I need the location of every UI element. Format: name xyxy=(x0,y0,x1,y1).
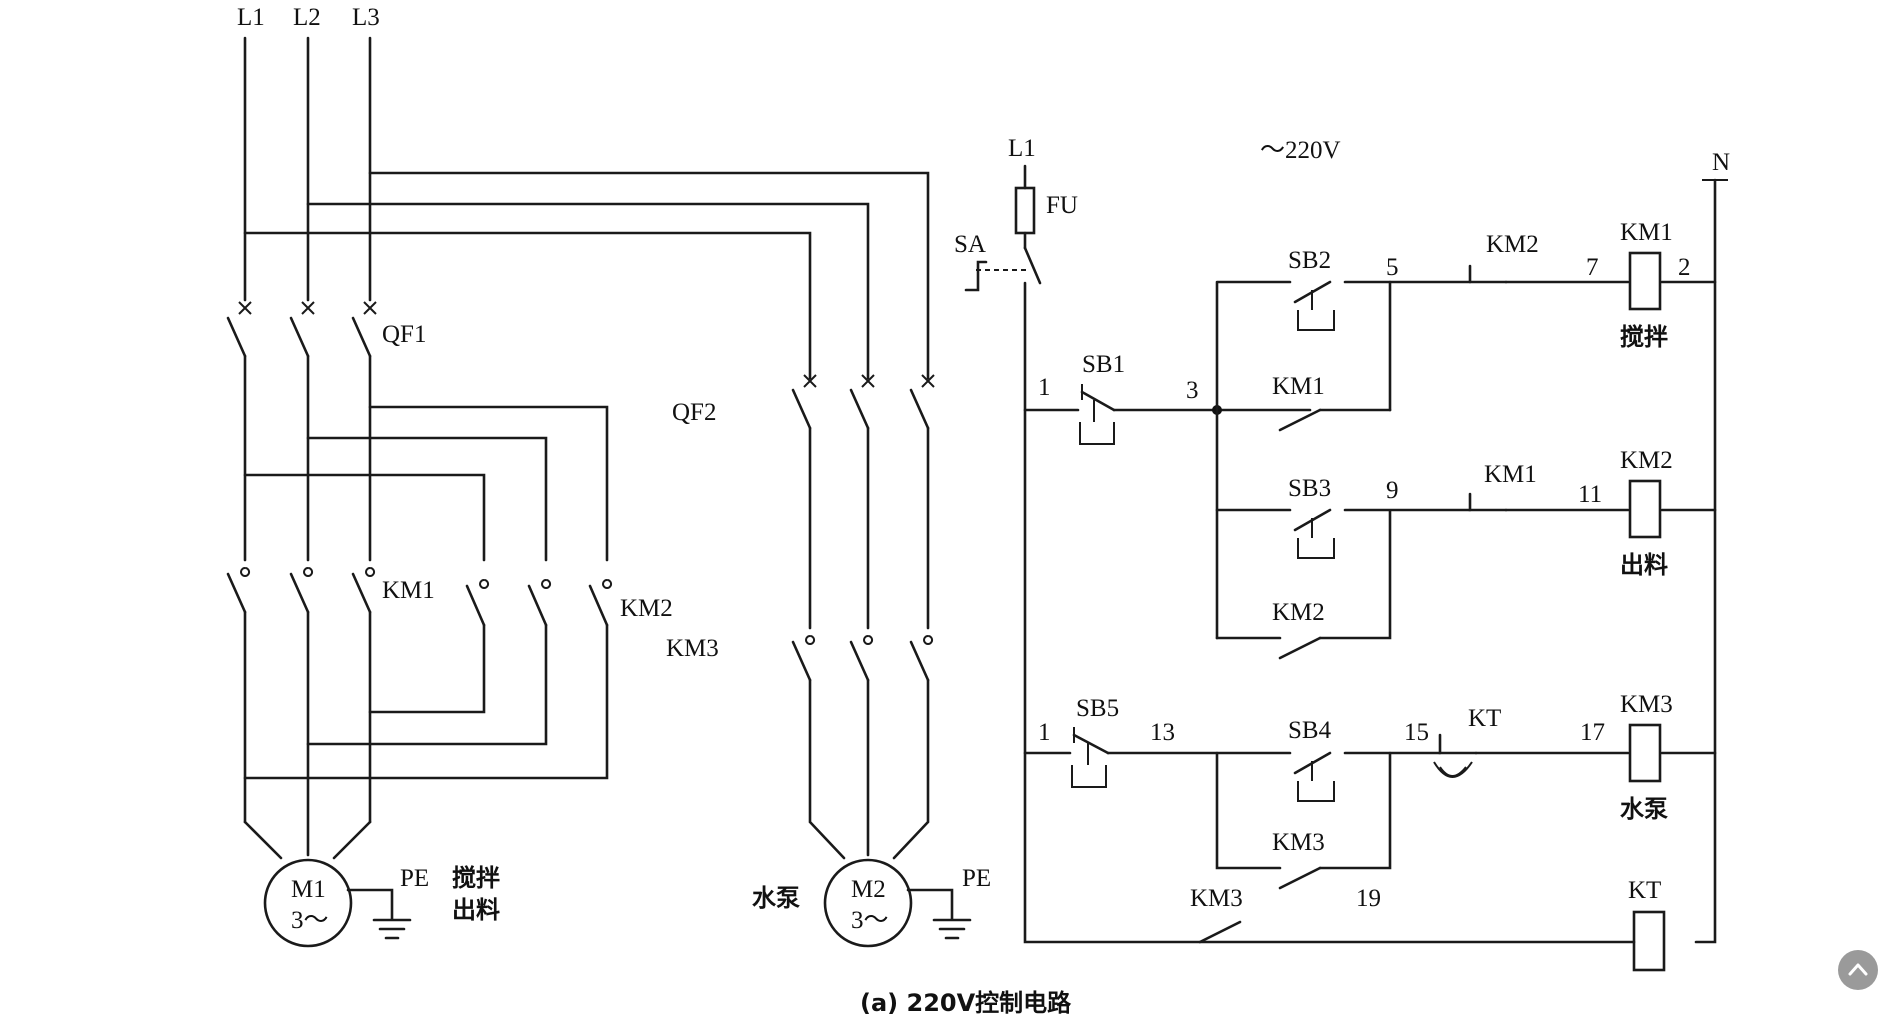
label-km3-power: KM3 xyxy=(666,635,719,662)
label-m1-note-1: 搅拌 xyxy=(452,864,500,892)
label-pe2: PE xyxy=(962,865,991,892)
label-km3-nc: KM3 xyxy=(1190,885,1243,912)
label-sb4: SB4 xyxy=(1288,717,1332,744)
label-km1-aux: KM1 xyxy=(1272,373,1325,400)
label-m1: M1 xyxy=(291,876,326,903)
figure-caption: (a) 220V控制电路 xyxy=(860,989,1072,1017)
contact-km2-aux: KM2 xyxy=(1272,599,1325,660)
switch-sa: SA xyxy=(954,231,1042,292)
contact-km3-aux: KM3 xyxy=(1272,829,1325,890)
label-l3: L3 xyxy=(352,4,380,31)
power-circuit-m1: L1 L2 L3 QF1 KM1 KM2 xyxy=(226,4,930,948)
contact-km2-nc: KM2 xyxy=(1468,231,1539,284)
ground-pe-1: PE xyxy=(346,865,429,940)
button-sb2: SB2 xyxy=(1288,247,1335,331)
coil-km1: KM1 搅拌 xyxy=(1620,219,1673,351)
label-sb1: SB1 xyxy=(1082,351,1125,378)
contact-kt-timer: KT xyxy=(1433,705,1501,778)
label-m1-note-2: 出料 xyxy=(452,896,500,924)
fuse-fu: FU xyxy=(1014,186,1078,235)
label-ctrl-l1: L1 xyxy=(1008,135,1036,162)
ground-pe-2: PE xyxy=(906,865,991,940)
label-node-9: 9 xyxy=(1386,477,1399,504)
label-m1-phase: 3～ xyxy=(291,907,329,934)
label-node-17: 17 xyxy=(1580,719,1605,746)
motor-m1: M1 3～ xyxy=(263,858,353,948)
button-sb3: SB3 xyxy=(1288,475,1335,559)
label-coil-km2: KM2 xyxy=(1620,447,1673,474)
label-l1: L1 xyxy=(237,4,265,31)
label-m2: M2 xyxy=(851,876,886,903)
label-node-19: 19 xyxy=(1356,885,1381,912)
label-coil-kt: KT xyxy=(1628,877,1661,904)
label-coil-km2-note: 出料 xyxy=(1620,551,1668,579)
label-kt-contact: KT xyxy=(1468,705,1501,732)
label-voltage: ～220V xyxy=(1260,137,1341,164)
button-sb5: SB5 xyxy=(1071,695,1119,788)
label-km3-aux: KM3 xyxy=(1272,829,1325,856)
label-sb2: SB2 xyxy=(1288,247,1331,274)
motor-m2: M2 3～ xyxy=(823,858,913,948)
label-l2: L2 xyxy=(293,4,321,31)
label-node-1b: 1 xyxy=(1038,719,1051,746)
contactor-km3-main: KM3 xyxy=(666,635,934,682)
label-km2-power: KM2 xyxy=(620,595,673,622)
label-m2-phase: 3～ xyxy=(851,907,889,934)
contact-km1-aux: KM1 xyxy=(1272,373,1325,432)
label-sa: SA xyxy=(954,231,986,258)
label-sb5: SB5 xyxy=(1076,695,1119,722)
coil-km3: KM3 水泵 xyxy=(1620,691,1673,823)
chevron-up-icon xyxy=(1848,963,1868,976)
label-neutral: N xyxy=(1712,149,1730,176)
breaker-qf1: QF1 xyxy=(226,301,426,358)
label-sb3: SB3 xyxy=(1288,475,1331,502)
coil-kt: KT xyxy=(1628,877,1666,972)
coil-km2: KM2 出料 xyxy=(1620,447,1673,579)
label-node-11: 11 xyxy=(1578,481,1602,508)
label-node-1a: 1 xyxy=(1038,374,1051,401)
label-node-7: 7 xyxy=(1586,254,1599,281)
label-node-2: 2 xyxy=(1678,254,1691,281)
label-node-5: 5 xyxy=(1386,254,1399,281)
label-m2-note: 水泵 xyxy=(752,884,800,912)
label-km1-power: KM1 xyxy=(382,577,435,604)
label-coil-km3-note: 水泵 xyxy=(1620,795,1668,823)
label-coil-km1: KM1 xyxy=(1620,219,1673,246)
label-km2-aux: KM2 xyxy=(1272,599,1325,626)
contactor-km1-main: KM1 xyxy=(226,567,435,614)
label-coil-km1-note: 搅拌 xyxy=(1620,323,1668,351)
button-sb1: SB1 xyxy=(1079,351,1125,445)
label-km2-nc: KM2 xyxy=(1486,231,1539,258)
control-circuit: L1 ～220V N FU SA 1 SB1 3 xyxy=(954,135,1730,972)
label-pe1: PE xyxy=(400,865,429,892)
contactor-km2-main: KM2 xyxy=(465,579,673,627)
button-sb4: SB4 xyxy=(1288,717,1335,802)
label-qf2: QF2 xyxy=(672,399,716,426)
label-fu: FU xyxy=(1046,192,1078,219)
label-km1-nc: KM1 xyxy=(1484,461,1537,488)
breaker-qf2: QF2 xyxy=(672,374,935,430)
contact-km3-nc: KM3 xyxy=(1190,885,1243,944)
label-node-13: 13 xyxy=(1150,719,1175,746)
label-node-15: 15 xyxy=(1404,719,1429,746)
power-circuit-m2: QF2 KM3 M2 3～ PE 水泵 xyxy=(666,374,991,948)
label-qf1: QF1 xyxy=(382,321,426,348)
scroll-to-top-button[interactable] xyxy=(1838,950,1878,990)
label-coil-km3: KM3 xyxy=(1620,691,1673,718)
label-node-3: 3 xyxy=(1186,377,1199,404)
contact-km1-nc: KM1 xyxy=(1468,461,1537,512)
